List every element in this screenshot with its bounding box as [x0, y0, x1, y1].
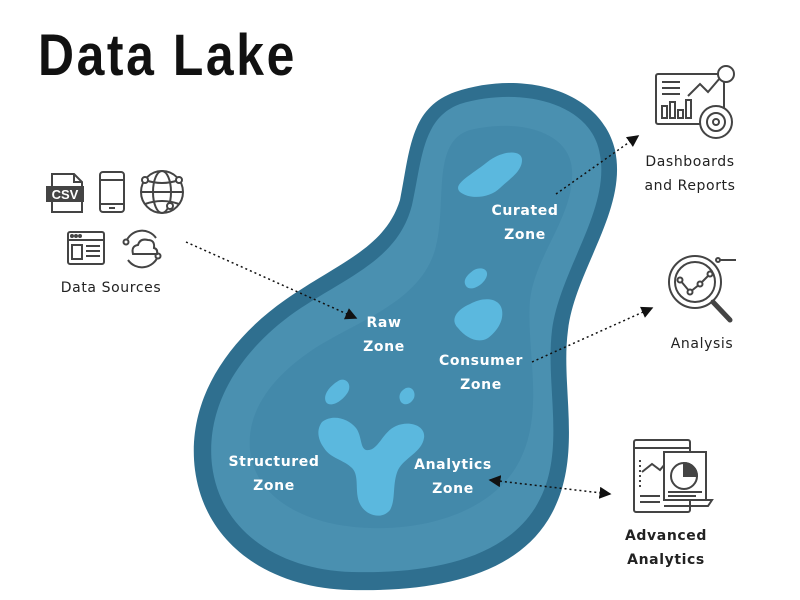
- csv-file-icon: [46, 173, 84, 213]
- zone-structured-line1: Structured: [228, 454, 320, 470]
- page-title: Data Lake: [38, 23, 297, 88]
- data-sources-text: Data Sources: [60, 280, 162, 296]
- zone-consumer-label: Consumer Zone: [421, 349, 541, 397]
- zone-raw-line2: Zone: [363, 339, 405, 355]
- island-small-left: [325, 379, 350, 405]
- browser-window-icon: [67, 231, 105, 265]
- zone-structured-line2: Zone: [253, 478, 295, 494]
- dashboard-report-icon: [655, 65, 735, 139]
- dashboards-line2: and Reports: [644, 178, 736, 194]
- analysis-text: Analysis: [670, 336, 734, 352]
- data-sources-label: Data Sources: [51, 276, 171, 300]
- island-dot: [399, 387, 415, 405]
- zone-analytics-line2: Zone: [432, 481, 474, 497]
- zone-consumer-line2: Zone: [460, 377, 502, 393]
- zone-analytics-label: Analytics Zone: [393, 453, 513, 501]
- zone-consumer-line1: Consumer: [439, 353, 523, 369]
- zone-analytics-line1: Analytics: [414, 457, 492, 473]
- island-center: [318, 417, 425, 516]
- zone-raw-line1: Raw: [366, 315, 402, 331]
- magnifier-chart-icon: [668, 255, 736, 323]
- advanced-line1: Advanced: [624, 528, 707, 544]
- advanced-analytics-label: Advanced Analytics: [606, 524, 726, 572]
- island-small-top: [464, 268, 488, 289]
- dashboards-line1: Dashboards: [645, 154, 735, 170]
- island-consumer: [454, 299, 503, 341]
- zone-raw-label: Raw Zone: [324, 311, 444, 359]
- arrow-analytics-advanced: [488, 475, 612, 499]
- zone-curated-label: Curated Zone: [465, 199, 585, 247]
- zone-curated-line1: Curated: [491, 203, 559, 219]
- csv-badge-text: CSV: [52, 187, 79, 202]
- analysis-label: Analysis: [642, 332, 762, 356]
- advanced-analytics-icon: [633, 439, 714, 513]
- arrow-consumer-to-analysis: [531, 306, 654, 363]
- globe-network-icon: [140, 170, 184, 214]
- advanced-line2: Analytics: [627, 552, 705, 568]
- island-curated: [458, 152, 522, 197]
- dashboards-label: Dashboards and Reports: [630, 150, 750, 198]
- smartphone-icon: [99, 171, 125, 213]
- arrow-curated-to-dashboards: [555, 135, 640, 195]
- zone-structured-label: Structured Zone: [214, 450, 334, 498]
- cloud-sync-icon: [122, 229, 162, 269]
- arrow-sources-to-raw: [185, 241, 358, 320]
- zone-curated-line2: Zone: [504, 227, 546, 243]
